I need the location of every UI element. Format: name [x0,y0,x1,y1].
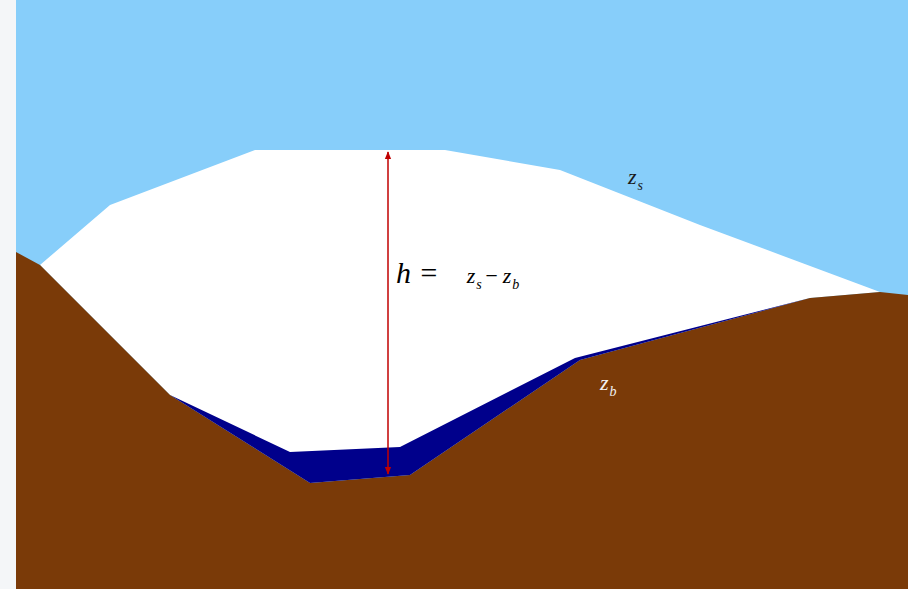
subscript: s [476,278,481,292]
basal-water [170,298,810,483]
symbol-text: h = [396,258,439,288]
sky [16,0,908,589]
bed-elevation-label: zb [600,372,617,399]
symbol-text: z [467,265,476,287]
subscript: s [638,179,643,193]
thickness-arrow [387,152,389,474]
surface-elevation-label: zs [628,166,643,193]
symbol-text: z [628,166,637,188]
thickness-formula: h =zs−zb [396,258,519,292]
margin-strip [0,0,16,589]
symbol-text: z [600,372,609,394]
subscript: b [610,385,617,399]
symbol-text: − [484,265,499,287]
symbol-text: z [503,265,512,287]
bedrock [16,252,908,589]
subscript: b [512,278,519,292]
